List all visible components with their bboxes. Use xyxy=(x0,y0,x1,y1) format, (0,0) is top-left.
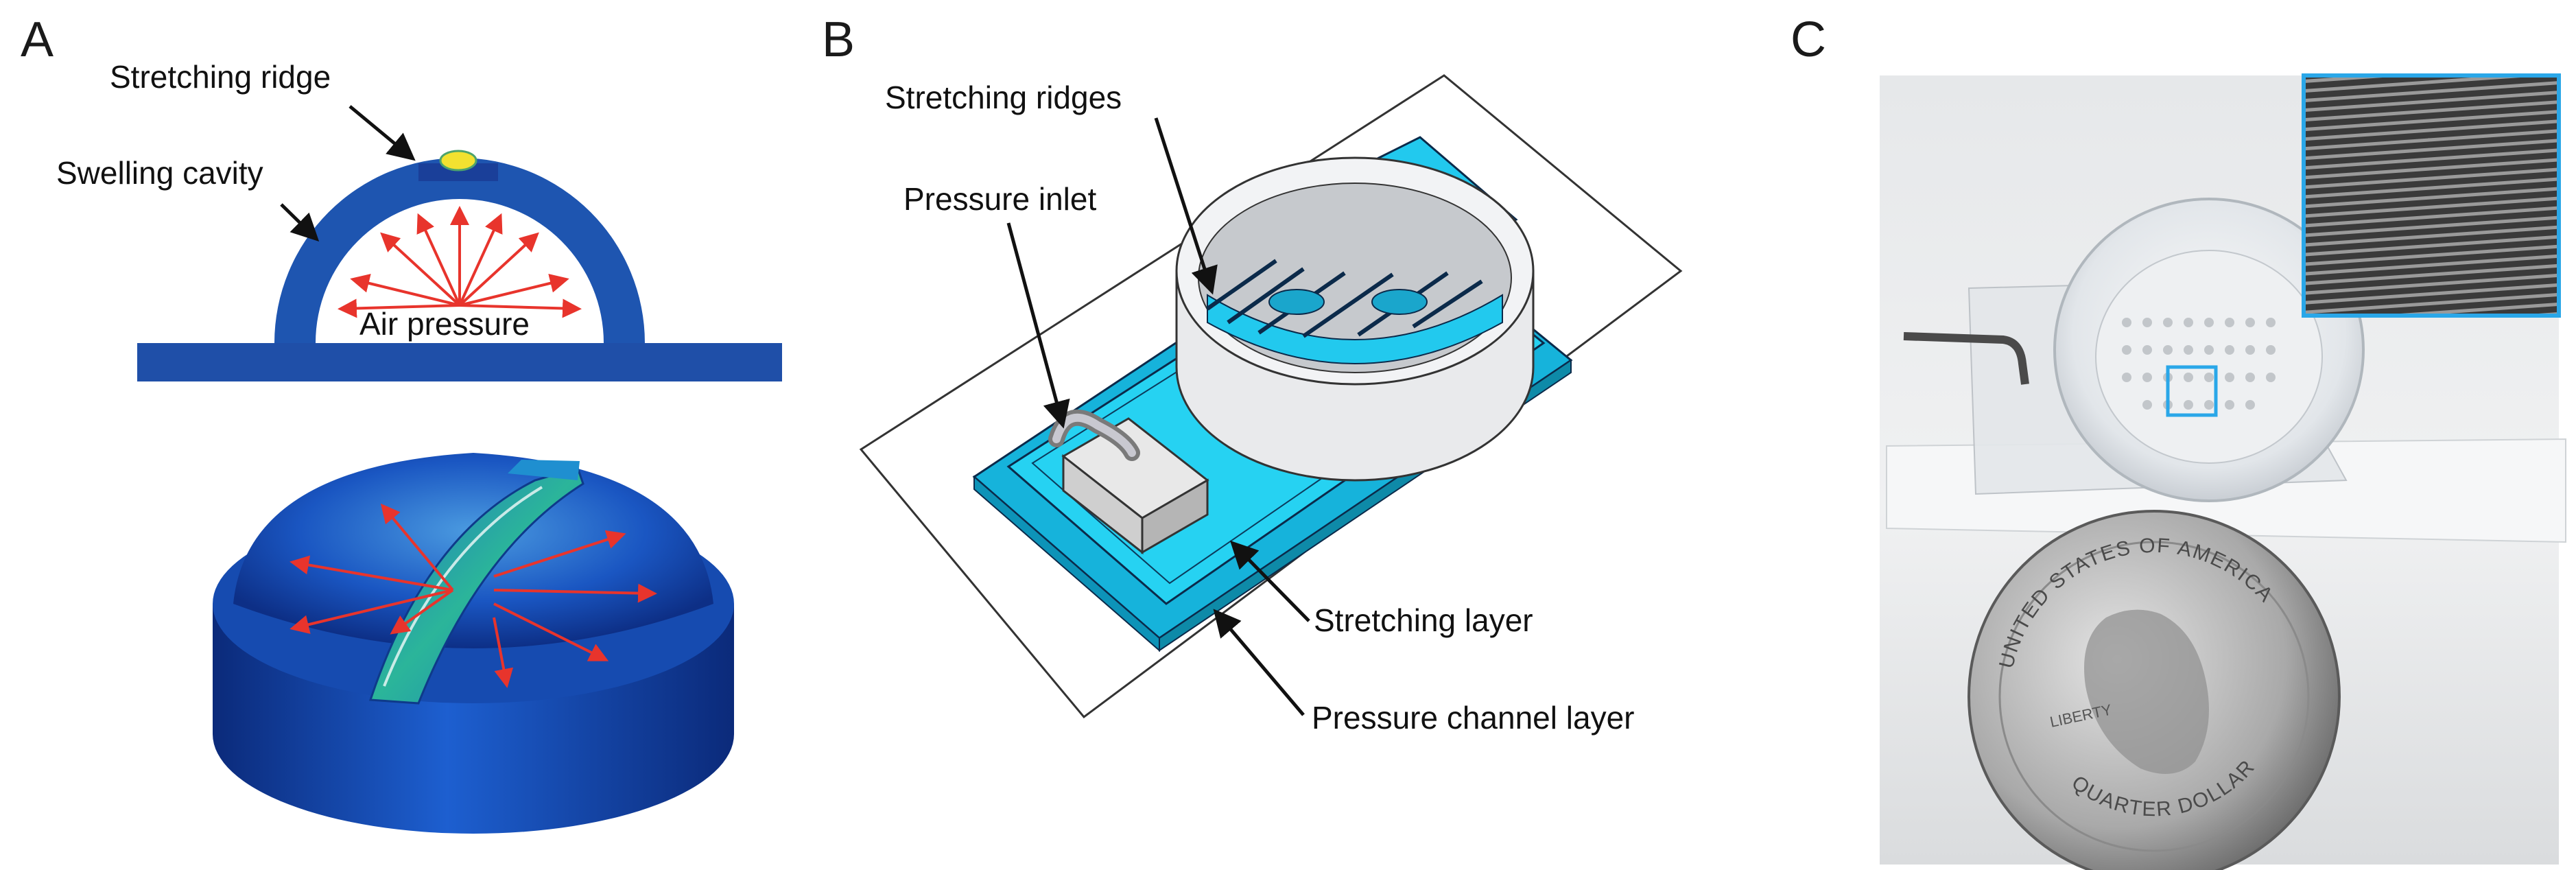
photo-zoom-box xyxy=(2166,365,2218,417)
pressure-inlet-block xyxy=(1048,409,1209,555)
cross-section-diagram: Stretching ridge Swelling cavity Air pre… xyxy=(56,59,782,381)
panel-letter-a: A xyxy=(21,12,54,67)
label-pressure-inlet: Pressure inlet xyxy=(903,181,1096,217)
coin-portrait xyxy=(2084,609,2209,774)
stretching-ridge-top xyxy=(439,150,477,172)
base-layer xyxy=(137,343,782,381)
panel-a: A Stretching ridge Swelling cavity xyxy=(21,12,782,834)
photo-inset xyxy=(2302,73,2561,318)
label-pressure-channel-layer: Pressure channel layer xyxy=(1312,700,1634,736)
label-air-pressure: Air pressure xyxy=(359,306,530,342)
swelling-cavity-shell xyxy=(274,158,645,343)
stretching-ridges-inside xyxy=(1206,259,1483,338)
panel-letter-b: B xyxy=(822,12,855,67)
panel-b: B xyxy=(822,12,1683,736)
culture-ring xyxy=(1175,156,1535,482)
quarter-coin: UNITED STATES OF AMERICA QUARTER DOLLAR … xyxy=(1968,510,2341,870)
label-stretching-ridges: Stretching ridges xyxy=(885,80,1122,115)
air-pressure-arrows xyxy=(338,206,582,318)
ridge-end-cap xyxy=(508,460,580,480)
label-stretching-layer: Stretching layer xyxy=(1314,602,1533,638)
dome-pressure-arrows xyxy=(289,503,657,688)
photo-inlet-tube xyxy=(1903,332,2029,385)
label-stretching-ridge: Stretching ridge xyxy=(110,59,331,95)
panel-letter-c: C xyxy=(1791,12,1826,67)
panel-c: C UNITED ST xyxy=(1791,12,2566,870)
label-swelling-cavity: Swelling cavity xyxy=(56,155,263,191)
dome-3d-render xyxy=(213,453,734,834)
